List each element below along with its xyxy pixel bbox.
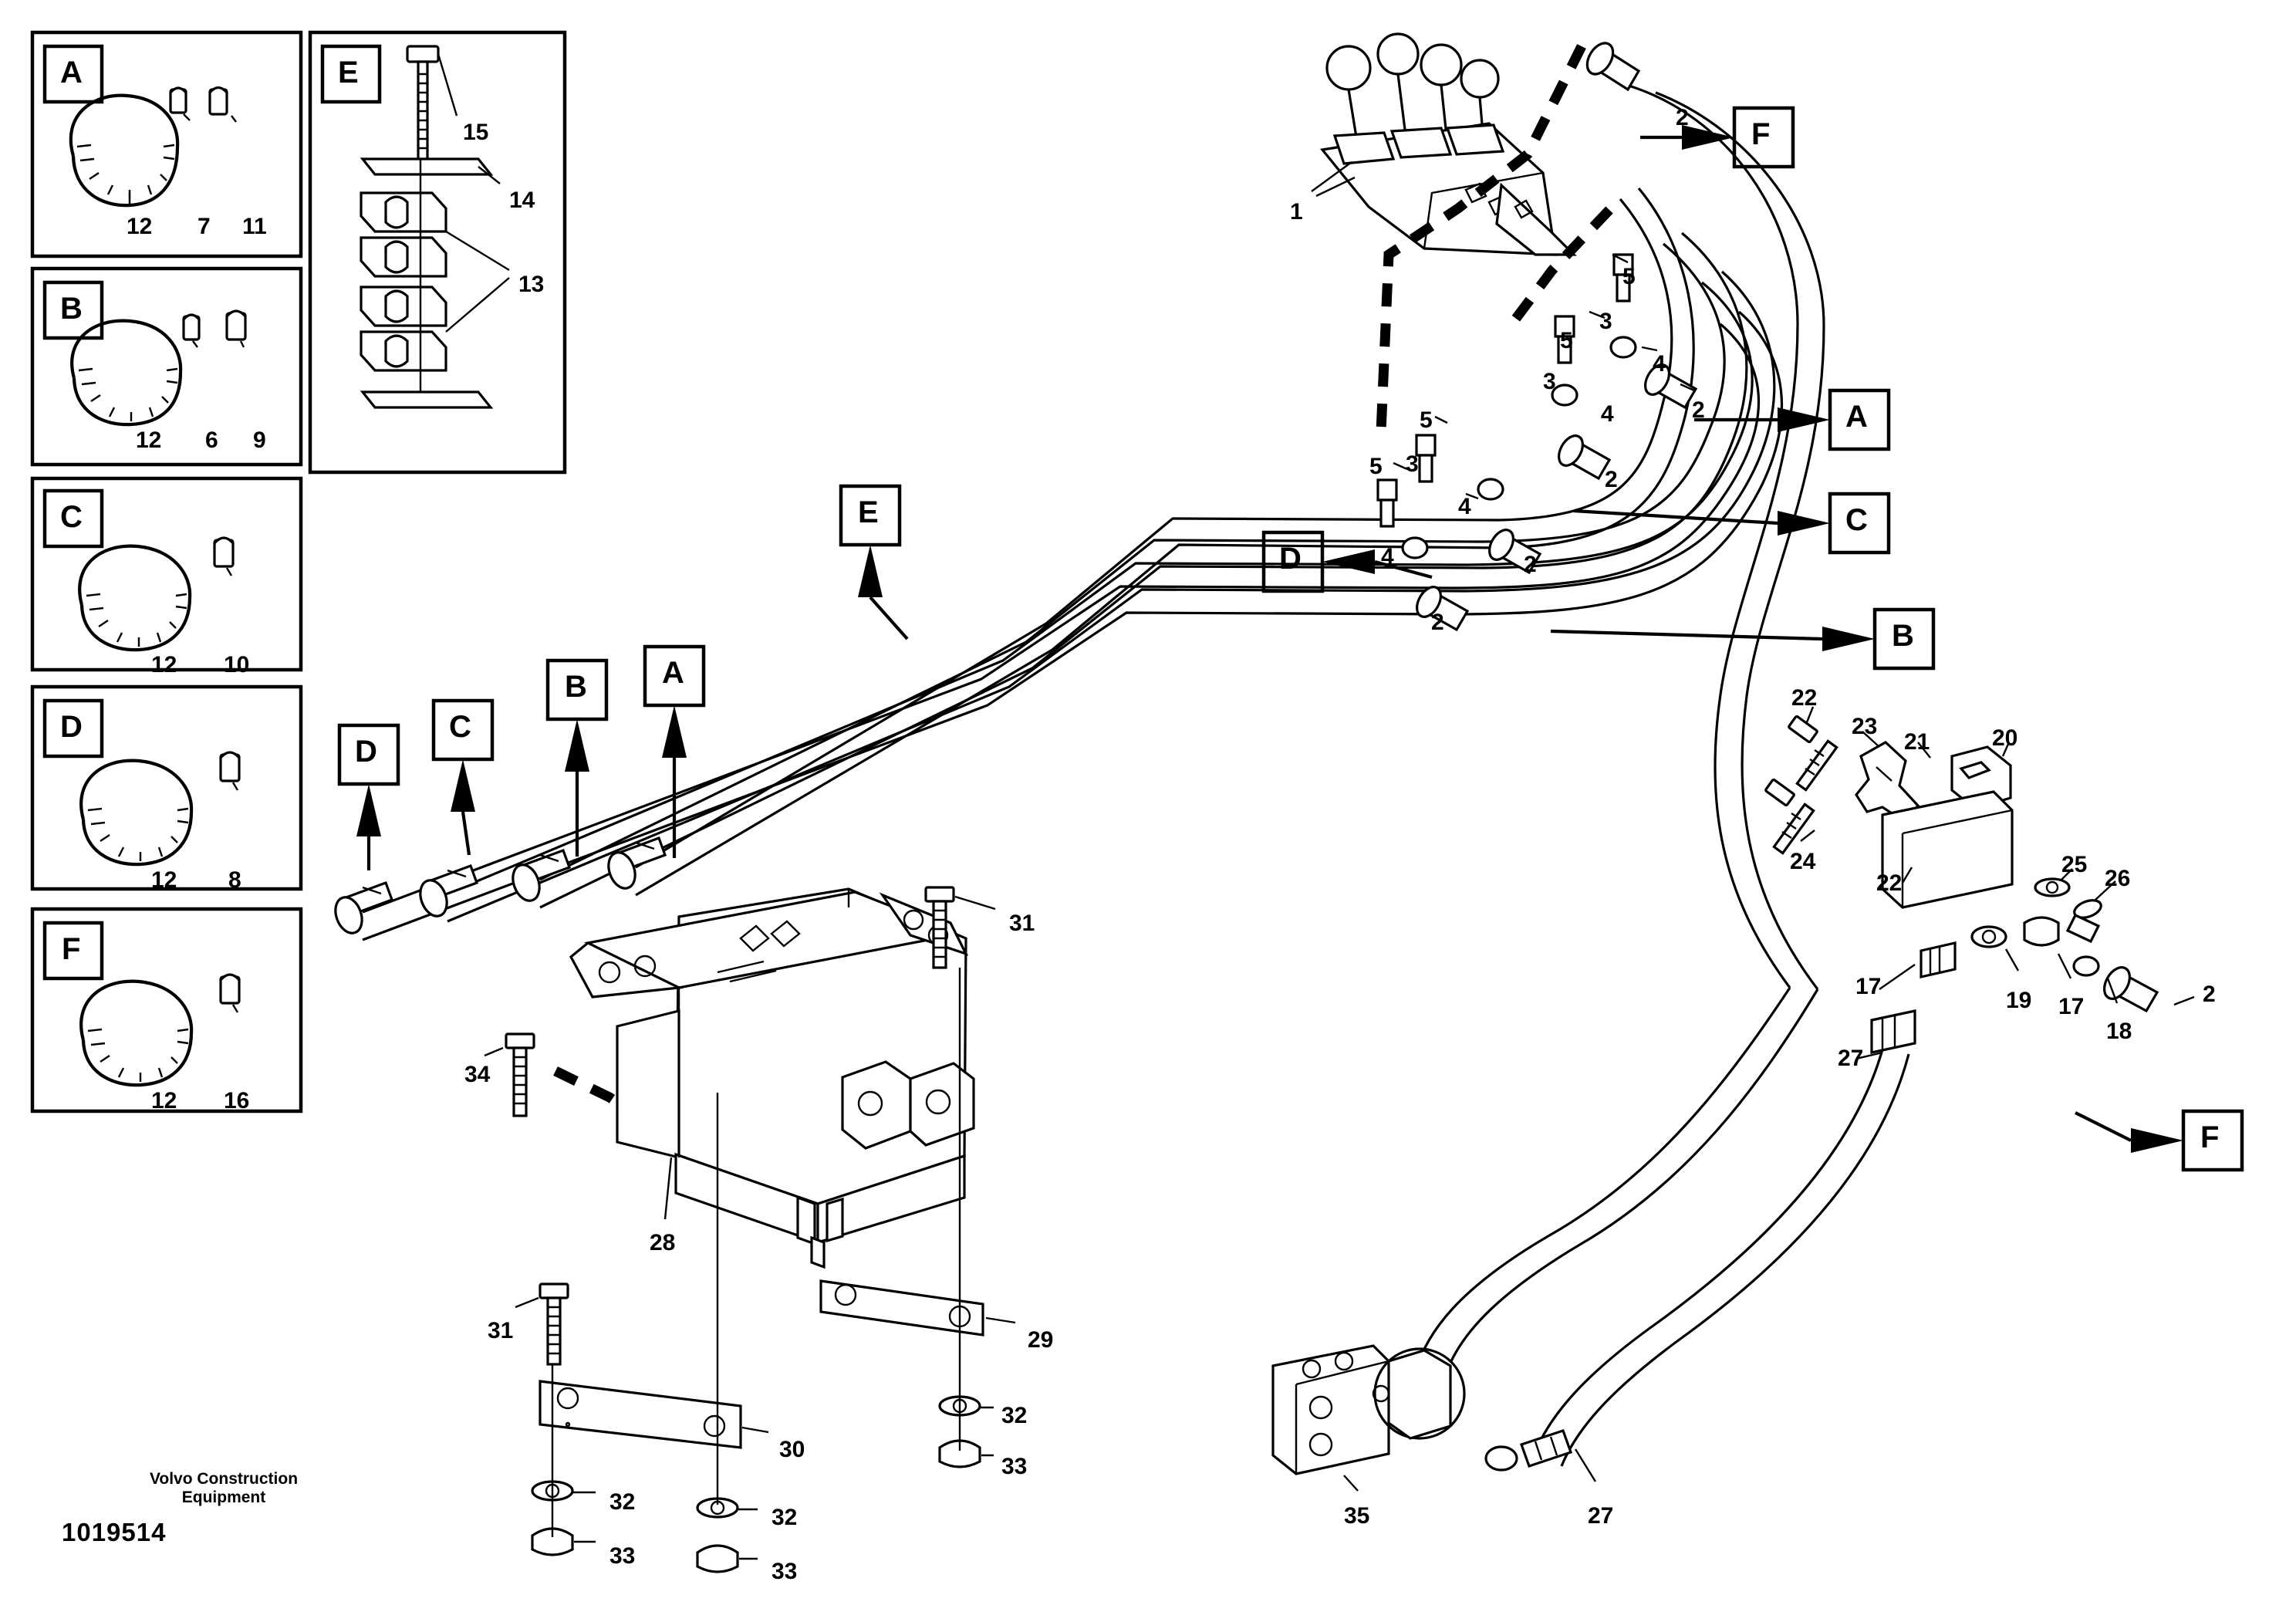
callout-number: 8 bbox=[228, 867, 241, 893]
callout-number: 30 bbox=[779, 1437, 805, 1462]
callout-number: 13 bbox=[518, 272, 545, 297]
flag-b-right: B bbox=[1892, 619, 1914, 653]
callout-number: 35 bbox=[1344, 1503, 1370, 1529]
callout-number: 4 bbox=[1653, 351, 1666, 377]
callout-number: 26 bbox=[2105, 866, 2131, 891]
callout-number: 12 bbox=[151, 867, 177, 893]
callout-number: 2 bbox=[1692, 397, 1705, 423]
callout-number: 20 bbox=[1992, 725, 2018, 751]
callout-number: 33 bbox=[1001, 1454, 1028, 1479]
flag-b-hose: B bbox=[565, 670, 587, 704]
callout-number: 16 bbox=[224, 1088, 250, 1113]
callout-number: 33 bbox=[772, 1559, 798, 1584]
callout-number: 2 bbox=[1676, 105, 1689, 130]
callout-number: 1 bbox=[1290, 199, 1303, 225]
callout-number: 27 bbox=[1588, 1503, 1614, 1529]
flag-c-hose: C bbox=[449, 710, 471, 744]
callout-number: 4 bbox=[1601, 401, 1614, 427]
callout-number: 3 bbox=[1406, 451, 1419, 477]
flag-c-right: C bbox=[1845, 503, 1868, 537]
callout-number: 31 bbox=[1009, 911, 1035, 936]
callout-number: 15 bbox=[463, 120, 489, 145]
callout-number: 32 bbox=[772, 1505, 798, 1530]
callout-number: 34 bbox=[464, 1062, 491, 1087]
callout-number: 22 bbox=[1876, 870, 1903, 896]
flag-a-hose: A bbox=[662, 656, 684, 690]
callout-number: 2 bbox=[1431, 610, 1444, 635]
callout-number: 4 bbox=[1381, 544, 1394, 569]
callout-number: 21 bbox=[1904, 729, 1930, 755]
callout-number: 31 bbox=[488, 1318, 514, 1343]
callout-number: 11 bbox=[242, 214, 267, 239]
callout-number: 3 bbox=[1599, 309, 1612, 334]
callout-number: 2 bbox=[1524, 552, 1537, 577]
brand-line-1: Volvo Construction bbox=[149, 1470, 299, 1488]
drawing-number: 1019514 bbox=[62, 1518, 167, 1547]
detail-box-letter-b: B bbox=[60, 292, 83, 326]
callout-number: 17 bbox=[1855, 974, 1882, 999]
flag-f-top-right: F bbox=[1751, 117, 1771, 151]
callout-number: 2 bbox=[2203, 982, 2216, 1007]
callout-number: 5 bbox=[1560, 328, 1573, 353]
callout-number: 12 bbox=[151, 652, 177, 678]
detail-box-letter-f: F bbox=[62, 932, 81, 966]
flag-d-valve: D bbox=[1279, 542, 1302, 576]
callout-number: 29 bbox=[1028, 1327, 1054, 1353]
footer: Volvo Construction Equipment 1019514 bbox=[62, 1470, 386, 1547]
callout-number: 12 bbox=[151, 1088, 177, 1113]
callout-number: 5 bbox=[1369, 454, 1383, 479]
callout-number: 32 bbox=[609, 1489, 636, 1515]
callout-number: 19 bbox=[2006, 988, 2032, 1013]
callout-number: 2 bbox=[1605, 467, 1618, 492]
callout-number: 10 bbox=[224, 652, 250, 678]
callout-number: 24 bbox=[1790, 849, 1816, 874]
callout-number: 27 bbox=[1838, 1046, 1864, 1071]
callout-number: 5 bbox=[1622, 264, 1636, 289]
flag-a-right: A bbox=[1845, 400, 1868, 434]
callout-number: 12 bbox=[127, 214, 153, 239]
detail-box-letter-e: E bbox=[338, 56, 359, 90]
callout-number: 17 bbox=[2058, 994, 2085, 1019]
callout-number: 6 bbox=[205, 427, 218, 453]
detail-box-letter-a: A bbox=[60, 56, 83, 90]
callout-number: 32 bbox=[1001, 1403, 1028, 1428]
flag-f-bottom-right: F bbox=[2200, 1120, 2220, 1154]
detail-box-letter-c: C bbox=[60, 500, 83, 534]
callout-number: 28 bbox=[650, 1230, 676, 1255]
callout-number: 4 bbox=[1458, 494, 1471, 519]
detail-box-letter-d: D bbox=[60, 710, 83, 744]
callout-number: 18 bbox=[2106, 1019, 2132, 1044]
callout-number: 25 bbox=[2061, 852, 2088, 877]
callout-number: 23 bbox=[1852, 714, 1878, 739]
flag-d-hose: D bbox=[355, 735, 377, 769]
callout-number: 22 bbox=[1791, 685, 1818, 711]
callout-number: 14 bbox=[509, 188, 535, 213]
callout-number: 7 bbox=[198, 214, 211, 239]
callout-number: 5 bbox=[1420, 407, 1433, 433]
callout-number: 33 bbox=[609, 1543, 636, 1569]
callout-number: 3 bbox=[1543, 369, 1556, 394]
callout-number: 9 bbox=[253, 427, 266, 453]
flag-e-center: E bbox=[858, 495, 879, 529]
callout-number: 12 bbox=[136, 427, 162, 453]
brand-line-2: Equipment bbox=[181, 1489, 266, 1507]
